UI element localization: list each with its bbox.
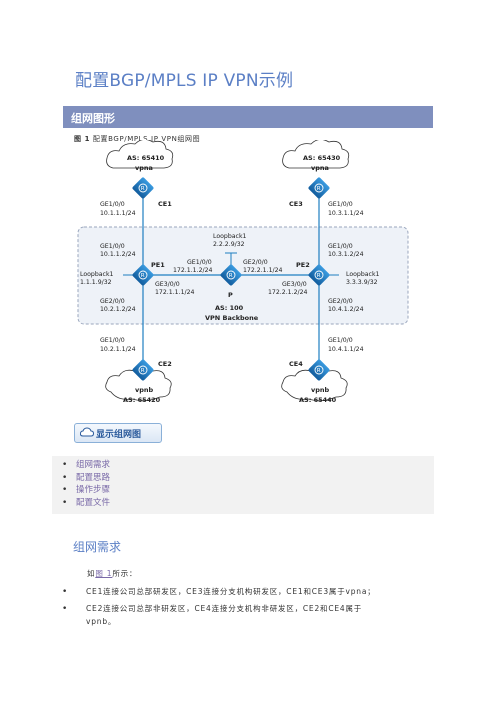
toc-item-config-file[interactable]: 配置文件	[62, 497, 110, 510]
intro-paragraph: 如图 1所示：	[87, 568, 137, 579]
intro-suffix: 所示：	[112, 569, 138, 578]
svg-text:R: R	[141, 186, 145, 192]
intro-prefix: 如	[87, 569, 96, 578]
router-icon-pe2: R	[308, 264, 330, 286]
ce3-ip: 10.3.1.1/24	[328, 210, 364, 217]
ce2-vpn: vpnb	[135, 386, 154, 394]
p-loopback-ip: 2.2.2.9/32	[213, 241, 245, 248]
router-icon-ce2: R	[132, 359, 154, 381]
toc-item-requirements[interactable]: 组网需求	[62, 459, 110, 472]
ce1-as: AS: 65410	[127, 154, 165, 162]
cloud-vpnb-ce4	[281, 367, 348, 401]
ce4-as: AS: 65440	[299, 396, 337, 404]
ce2-name: CE2	[158, 360, 172, 368]
pe1-ge300: GE3/0/0	[155, 281, 180, 288]
figure-caption: 图 1 配置BGP/MPLS IP VPN组网图	[74, 134, 200, 144]
ce2-as: AS: 65420	[123, 396, 161, 404]
ce3-name: CE3	[289, 200, 303, 208]
svg-text:R: R	[141, 368, 145, 374]
router-icon-pe1: R	[132, 264, 154, 286]
toc-item-approach[interactable]: 配置思路	[62, 472, 110, 485]
bullet-text: CE1连接公司总部研发区，CE3连接分支机构研发区，CE1和CE3属于vpna；	[86, 587, 376, 596]
svg-text:R: R	[317, 186, 321, 192]
pe2-ge200-ip: 10.4.1.2/24	[328, 306, 364, 313]
section-header-label: 组网图形	[71, 112, 115, 125]
pe1-ge200: GE2/0/0	[100, 298, 125, 305]
section-heading: 组网需求	[73, 540, 122, 554]
pe1-ge200-ip: 10.2.1.2/24	[100, 306, 136, 313]
ce3-if: GE1/0/0	[328, 201, 353, 208]
figure-link[interactable]: 图 1	[95, 569, 113, 578]
pe2-ge200: GE2/0/0	[328, 298, 353, 305]
table-of-contents: 组网需求 配置思路 操作步骤 配置文件	[52, 456, 434, 514]
p-ge200-ip: 172.2.1.1/24	[243, 267, 283, 274]
svg-text:R: R	[141, 273, 145, 279]
p-as: AS: 100	[215, 304, 244, 312]
router-icon-ce4: R	[308, 359, 330, 381]
p-name: P	[228, 291, 233, 299]
section-header: 组网图形	[63, 106, 433, 128]
p-ge200: GE2/0/0	[243, 259, 268, 266]
svg-text:R: R	[317, 273, 321, 279]
svg-text:R: R	[229, 273, 233, 279]
cloud-vpna-ce3	[282, 140, 350, 169]
ce3-vpn: vpna	[311, 164, 329, 172]
router-icon-p: R	[220, 264, 242, 286]
backbone-label: VPN Backbone	[205, 314, 259, 322]
figure-caption-prefix: 图 1	[74, 135, 91, 143]
pe2-ge300: GE3/0/0	[282, 281, 307, 288]
pe1-ge300-ip: 172.1.1.1/24	[155, 289, 195, 296]
router-icon-ce3: R	[308, 177, 330, 199]
pe2-ge300-ip: 172.2.1.2/24	[268, 289, 308, 296]
pe2-ge100: GE1/0/0	[328, 243, 353, 250]
cloud-icon	[80, 427, 94, 437]
pe2-loopback-ip: 3.3.3.9/32	[346, 279, 378, 286]
bullet-text: CE2连接公司总部非研发区，CE4连接分支机构非研发区，CE2和CE4属于	[86, 604, 363, 613]
ce4-vpn: vpnb	[311, 386, 330, 394]
pe2-name: PE2	[296, 261, 310, 269]
pe2-loopback: Loopback1	[346, 271, 380, 278]
ce2-if: GE1/0/0	[100, 337, 125, 344]
ce4-ip: 10.4.1.1/24	[328, 346, 364, 353]
cloud-vpnb-ce2	[105, 367, 172, 401]
ce1-if: GE1/0/0	[100, 201, 125, 208]
p-loopback: Loopback1	[213, 233, 247, 240]
cloud-vpna-ce1	[106, 140, 174, 169]
ce2-ip: 10.2.1.1/24	[100, 346, 136, 353]
show-topology-button[interactable]: 显示组网图	[74, 423, 162, 443]
figure-caption-text: 配置BGP/MPLS IP VPN组网图	[90, 135, 201, 143]
p-ge100-ip: 172.1.1.2/24	[173, 267, 213, 274]
router-icon-ce1: R	[132, 177, 154, 199]
network-topology-diagram: R R R R R R R AS: 65410 vpna CE1 GE1/0/0…	[77, 140, 409, 404]
ce1-name: CE1	[158, 200, 172, 208]
pe1-name: PE1	[151, 261, 165, 269]
pe1-loopback-ip: 1.1.1.9/32	[80, 279, 112, 286]
page-title: 配置BGP/MPLS IP VPN示例	[75, 71, 294, 91]
p-ge100: GE1/0/0	[187, 259, 212, 266]
svg-text:R: R	[317, 368, 321, 374]
ce4-name: CE4	[289, 360, 303, 368]
show-topology-label: 显示组网图	[96, 430, 142, 440]
toc-item-steps[interactable]: 操作步骤	[62, 484, 110, 497]
pe1-ge100: GE1/0/0	[100, 243, 125, 250]
ce4-if: GE1/0/0	[328, 337, 353, 344]
ce1-vpn: vpna	[135, 164, 153, 172]
ce3-as: AS: 65430	[303, 154, 341, 162]
pe1-loopback: Loopback1	[80, 271, 114, 278]
pe1-ge100-ip: 10.1.1.2/24	[100, 251, 136, 258]
pe2-ge100-ip: 10.3.1.2/24	[328, 251, 364, 258]
bullet-text-continued: vpnb。	[86, 617, 117, 626]
ce1-ip: 10.1.1.1/24	[100, 210, 136, 217]
